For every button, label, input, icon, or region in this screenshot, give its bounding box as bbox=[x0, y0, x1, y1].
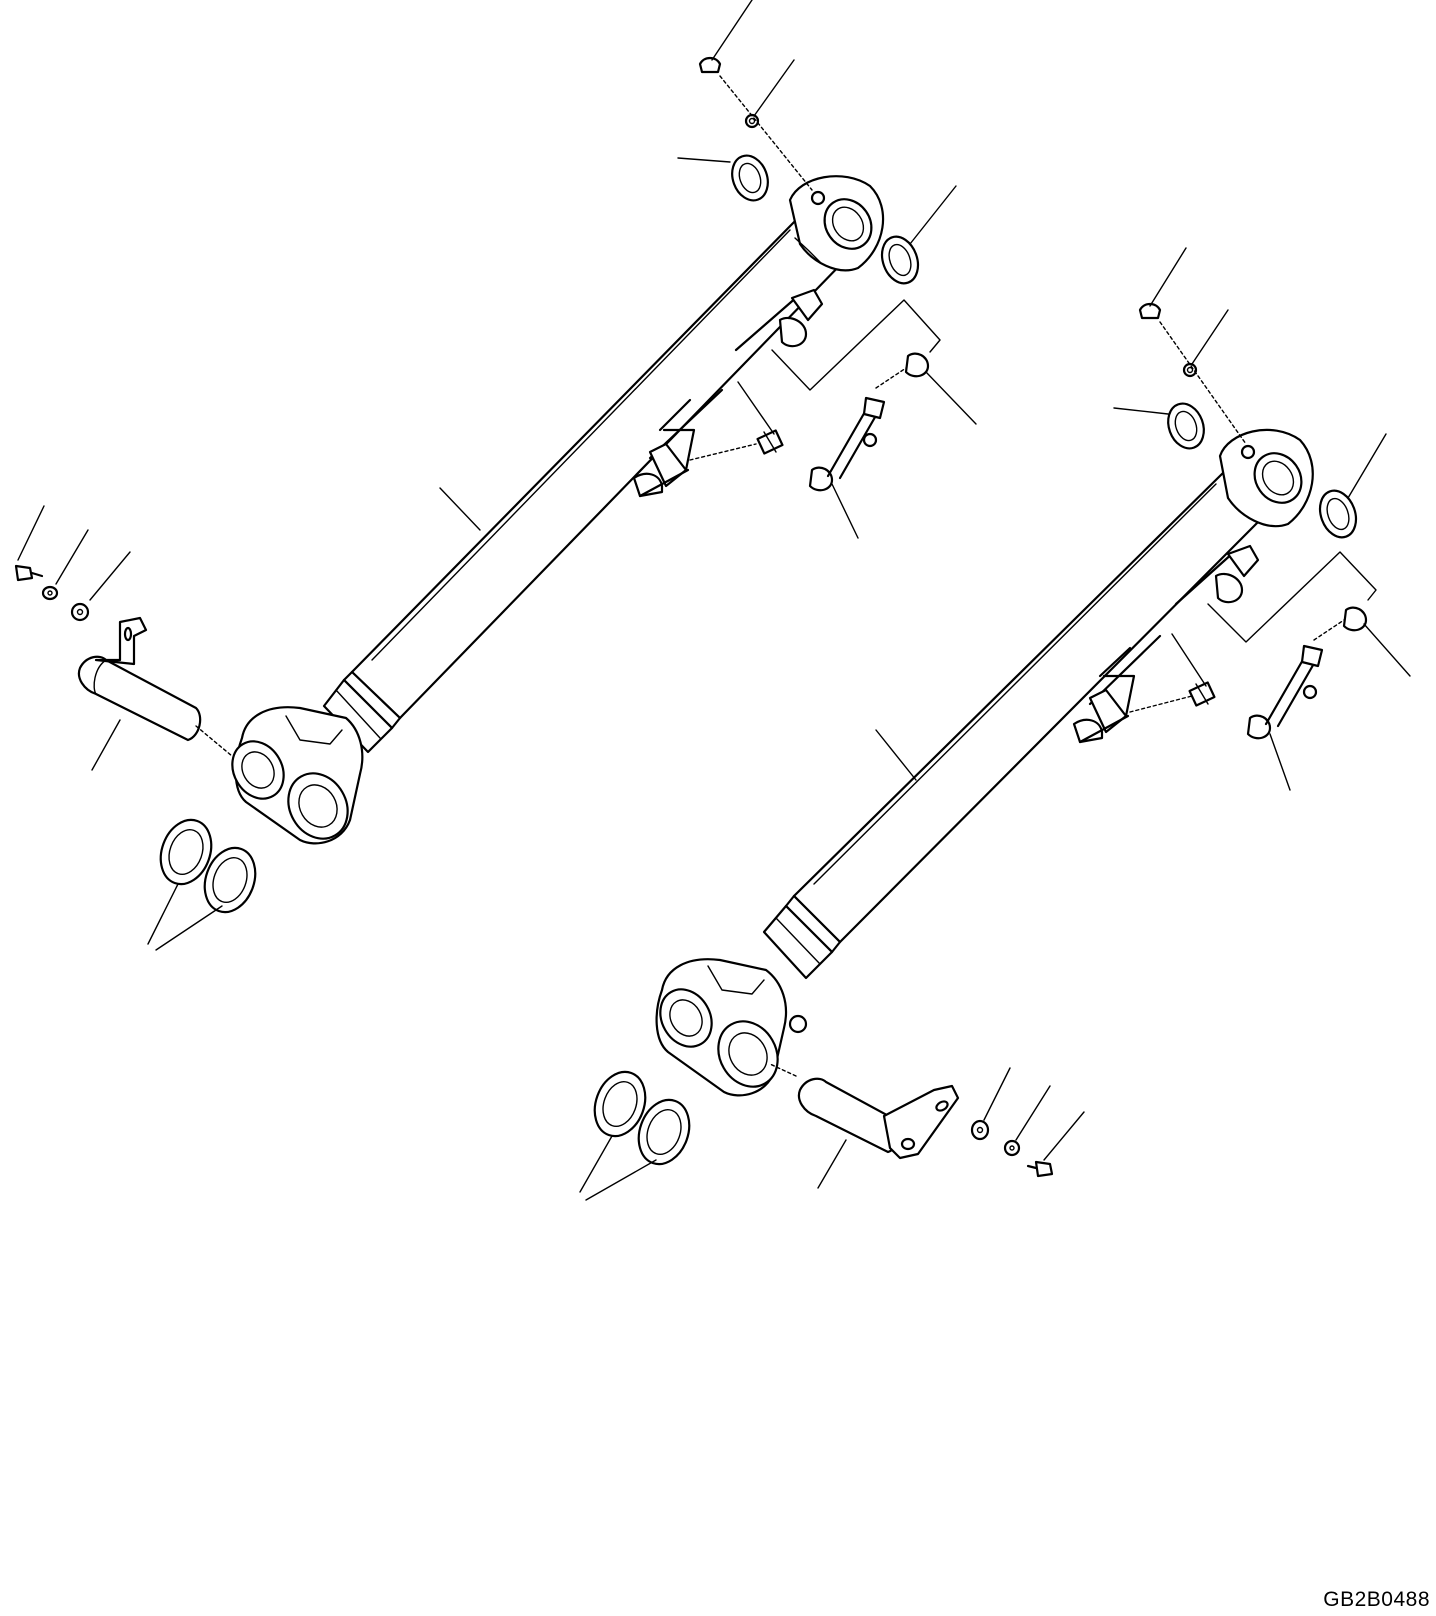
cylinder-assembly-left bbox=[16, 0, 976, 950]
cylinder-tube bbox=[352, 216, 845, 718]
cylinder-assembly-right bbox=[580, 248, 1410, 1200]
bolt bbox=[16, 566, 42, 580]
dust-seal bbox=[726, 151, 924, 289]
cylinder-head-eye bbox=[1220, 430, 1313, 526]
leader-lines bbox=[18, 0, 976, 950]
hose-fitting-set bbox=[1248, 608, 1366, 739]
drawing-code-label: GB2B0488 bbox=[1323, 1588, 1430, 1611]
piping bbox=[634, 290, 822, 496]
elbow-fitting bbox=[758, 431, 783, 454]
bolt bbox=[1028, 1162, 1052, 1176]
rod-clevis bbox=[650, 959, 806, 1097]
pin bbox=[799, 1079, 958, 1158]
dust-seal bbox=[1162, 399, 1362, 543]
grease-fitting bbox=[1140, 304, 1160, 318]
hose-fitting-set bbox=[810, 354, 928, 491]
leader-lines bbox=[580, 248, 1410, 1200]
nut bbox=[1184, 364, 1196, 376]
cylinder-head-eye bbox=[790, 176, 883, 270]
elbow-fitting bbox=[1190, 683, 1215, 706]
shim bbox=[152, 813, 264, 919]
washer bbox=[972, 1121, 1019, 1155]
nut bbox=[746, 115, 758, 127]
parts-bracket bbox=[772, 300, 940, 390]
piping bbox=[1074, 546, 1258, 742]
grease-fitting bbox=[700, 58, 720, 72]
rod-clevis bbox=[222, 707, 362, 849]
shim bbox=[586, 1065, 698, 1171]
parts-bracket bbox=[1208, 552, 1376, 642]
washer bbox=[43, 587, 88, 620]
cylinder-rod bbox=[324, 672, 400, 752]
cylinder-rod bbox=[764, 896, 840, 978]
pin bbox=[79, 618, 200, 740]
